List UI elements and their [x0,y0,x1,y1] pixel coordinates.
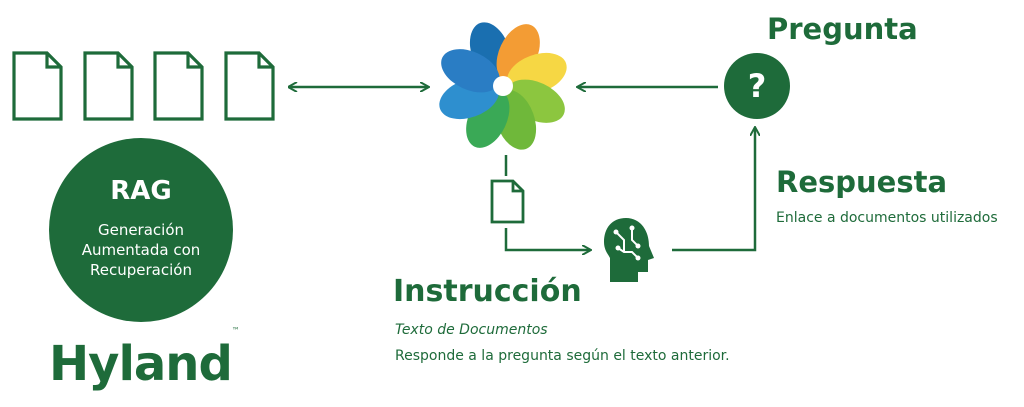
alfresco-flower-logo [439,22,567,150]
trademark: ™ [231,326,240,335]
doc-ai-arrow [504,228,590,250]
rag-title: RAG [110,176,172,206]
document-icon [12,51,63,121]
rag-badge: RAG Generación Aumentada con Recuperació… [49,138,233,322]
instruction-line2: Responde a la pregunta según el texto an… [395,348,730,364]
hyland-logo: Hyland™ [49,326,240,392]
instruction-line1: Texto de Documentos [395,322,548,338]
rag-line-1: Generación [97,221,185,239]
question-icon [724,53,790,119]
rag-line-2: Aumentada con [81,241,201,259]
question-title: Pregunta [767,12,918,46]
ai-head-icon [604,218,654,282]
document-icon [83,51,134,121]
rag-line-3: Recuperación [90,261,192,279]
instruction-title: Instrucción [393,274,582,309]
rag-description: Generación Aumentada con Recuperación [49,220,233,280]
document-icon [224,51,275,121]
answer-subtitle: Enlace a documentos utilizados [776,210,998,226]
question-glyph: ? [747,67,767,105]
answer-title: Respuesta [776,165,948,199]
document-icon [490,179,525,224]
brand-name: Hyland [49,336,233,392]
ai-question-arrow [672,128,755,252]
document-icon [153,51,204,121]
